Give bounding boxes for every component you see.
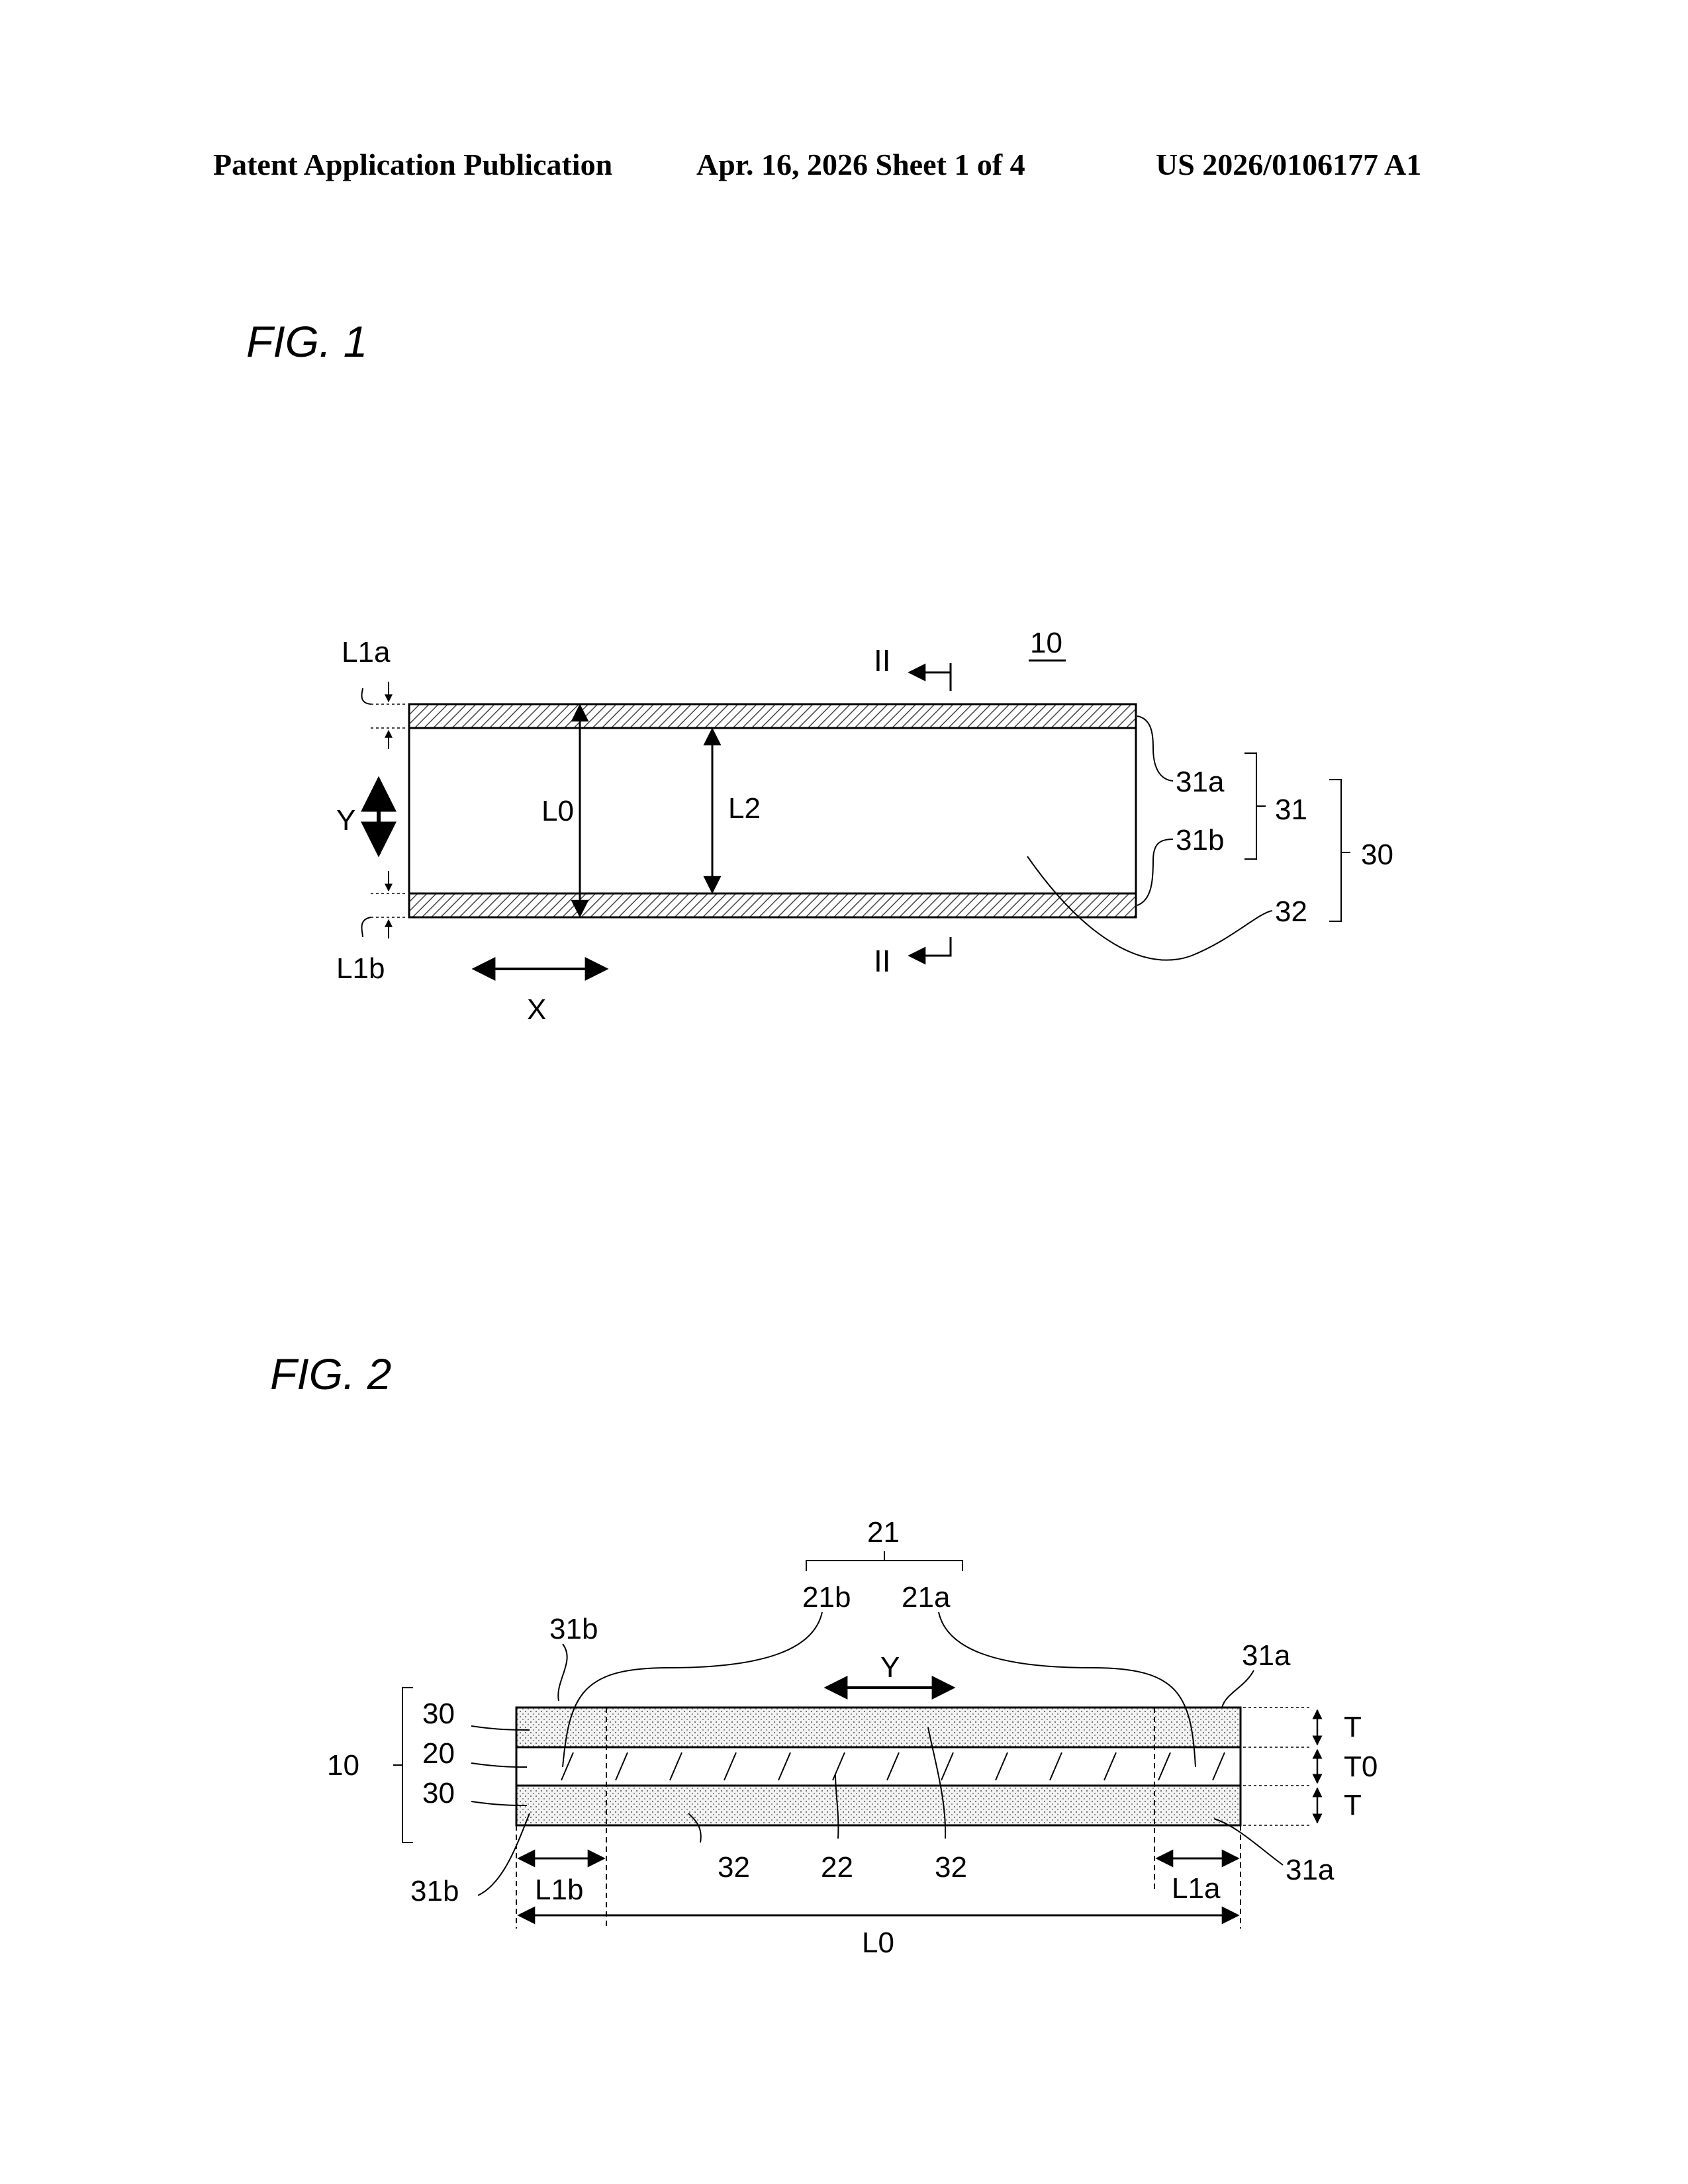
fig2-label-L1b: L1b — [535, 1874, 583, 1906]
fig1-label-X: X — [527, 993, 546, 1026]
fig1-L1b-leader — [361, 917, 371, 937]
fig1-section-label-top: II — [874, 643, 891, 678]
fig2-ref-20: 20 — [422, 1737, 455, 1770]
fig2-label-L1a: L1a — [1172, 1872, 1221, 1905]
fig2-ref-31a-bottom: 31a — [1286, 1854, 1335, 1886]
fig1-label-L0: L0 — [541, 795, 574, 827]
fig1-bracket-31 — [1244, 753, 1256, 859]
fig1-L1a-leader — [361, 688, 371, 704]
fig1-edge-region-31a — [409, 704, 1136, 728]
fig1-label-L2: L2 — [728, 792, 761, 825]
fig2-ref-21b: 21b — [802, 1581, 851, 1614]
fig1-ref-31b: 31b — [1176, 824, 1224, 856]
fig2-label-T-bottom: T — [1344, 1789, 1362, 1821]
fig2-label-L0: L0 — [862, 1927, 894, 1959]
fig1-edge-region-31b — [409, 893, 1136, 917]
fig1-ref-32: 32 — [1275, 895, 1307, 928]
fig1-bracket-30 — [1329, 780, 1341, 921]
fig2-ref-30-top: 30 — [422, 1698, 455, 1730]
fig2-layer-20 — [516, 1747, 1241, 1786]
fig1-ref-31: 31 — [1275, 794, 1307, 826]
fig1-drawing — [361, 660, 1350, 969]
fig1-label-L1b: L1b — [336, 952, 385, 985]
fig2-ref-30-bottom: 30 — [422, 1777, 455, 1809]
fig2-bracket-21 — [806, 1551, 962, 1571]
fig1-element-outline — [409, 704, 1136, 917]
fig2-ref-10: 10 — [327, 1749, 359, 1782]
fig1-ref-10: 10 — [1030, 627, 1062, 659]
fig1-label-Y: Y — [336, 804, 355, 837]
fig2-ref-32-right: 32 — [935, 1851, 967, 1884]
fig2-ref-21: 21 — [867, 1516, 900, 1549]
fig1-L1b-guides — [371, 893, 405, 917]
fig2-thickness-guides — [1243, 1707, 1311, 1825]
fig2-ref-31b-bottom: 31b — [410, 1875, 459, 1907]
fig1-leader-31a — [1137, 716, 1173, 781]
fig2-label-T-top: T — [1344, 1711, 1362, 1743]
fig1-leader-31b — [1137, 839, 1173, 905]
fig2-ref-31a-top: 31a — [1242, 1639, 1291, 1672]
fig2-ref-22: 22 — [821, 1851, 853, 1884]
fig1-section-label-bottom: II — [874, 944, 891, 978]
fig2-leader-31a-top — [1222, 1670, 1254, 1707]
fig2-layer-30-top — [516, 1707, 1241, 1747]
fig2-layer-30-bottom — [516, 1786, 1241, 1825]
fig2-bracket-10 — [393, 1688, 413, 1843]
fig1-section-arrow-top — [910, 663, 951, 691]
fig2-ref-21a: 21a — [902, 1581, 951, 1614]
fig2-label-T0: T0 — [1344, 1751, 1378, 1783]
fig2-ref-31b-top: 31b — [549, 1613, 598, 1645]
fig1-ref-30: 30 — [1361, 839, 1393, 871]
fig1-section-arrow-bottom — [910, 937, 951, 956]
fig1-label-L1a: L1a — [342, 636, 391, 668]
fig2-label-Y: Y — [880, 1651, 900, 1684]
fig1-ref-31a: 31a — [1176, 766, 1225, 798]
fig2-leader-31b-top — [558, 1644, 567, 1701]
fig2-ref-32-left: 32 — [718, 1851, 750, 1884]
fig1-L1a-guides — [371, 704, 405, 728]
